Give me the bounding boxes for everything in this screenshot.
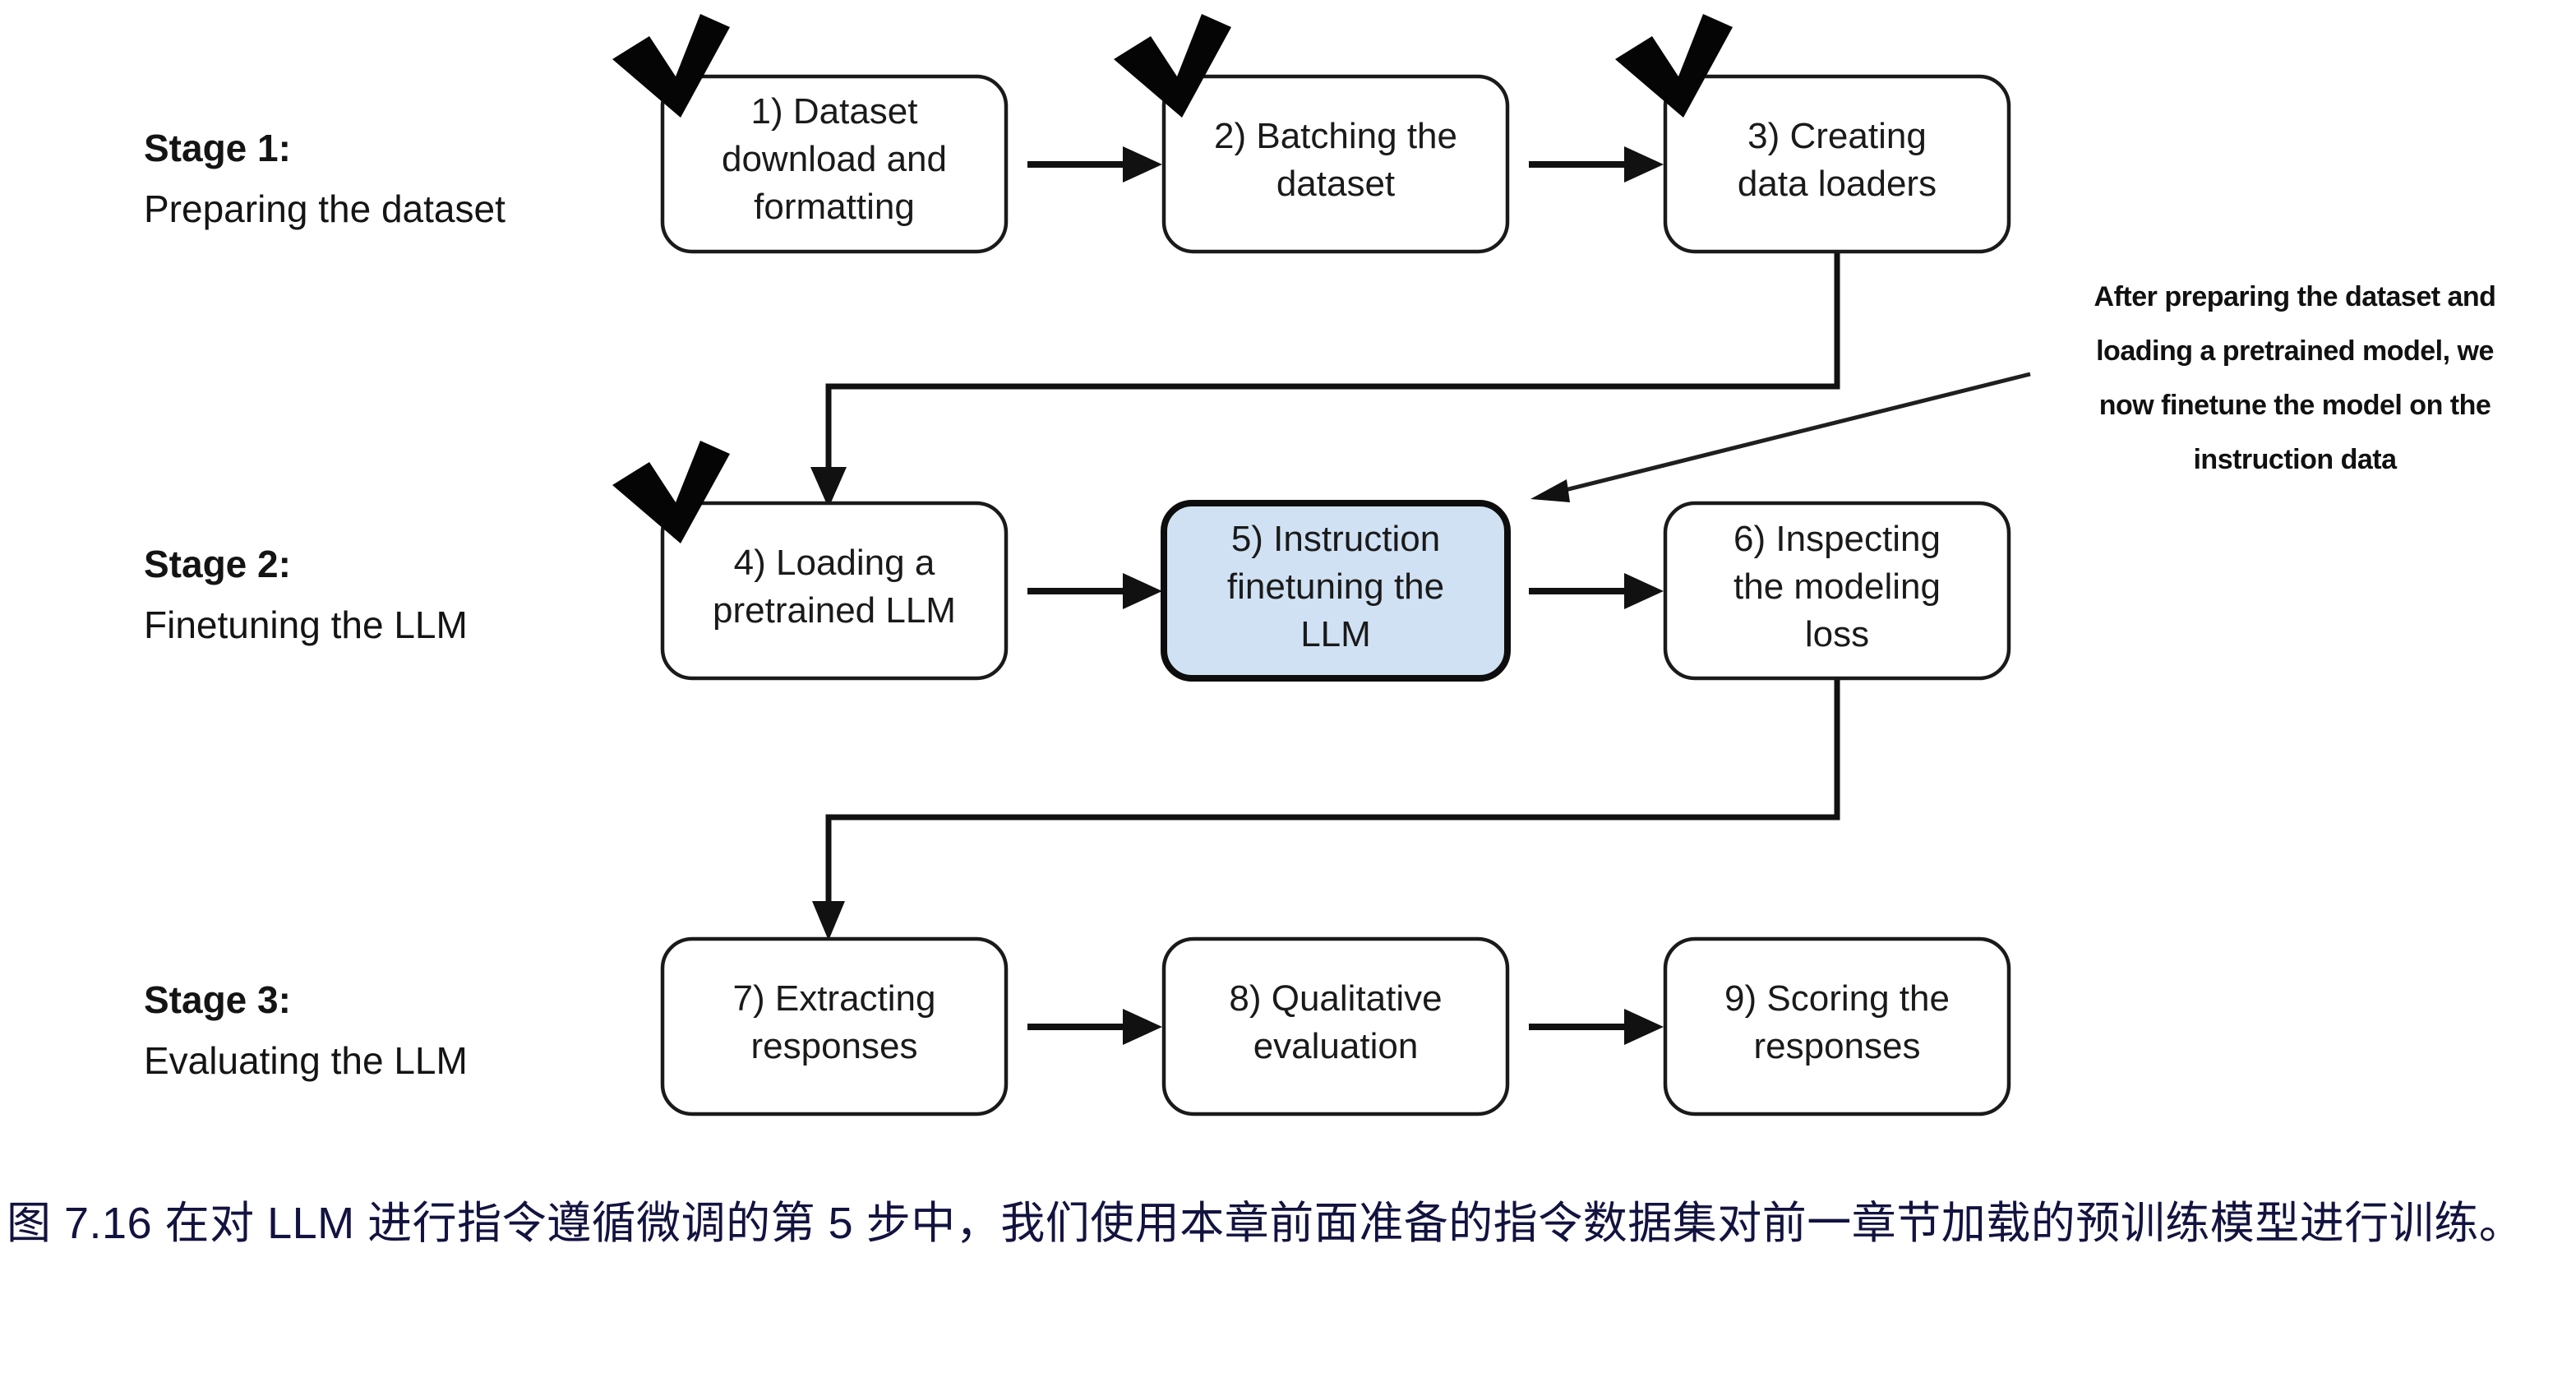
annotation-pointer-arrow — [1530, 372, 2031, 502]
step-node-8[interactable]: 8) Qualitative evaluation — [1161, 936, 1510, 1116]
step-node-3[interactable]: 3) Creating data loaders — [1615, 14, 2011, 254]
step-2-box[interactable] — [1161, 74, 1510, 254]
step-4-line-2: pretrained LLM — [713, 590, 956, 631]
connector-step5-to-step6 — [1529, 573, 1664, 609]
stage-label-2: Stage 2: Finetuning the LLM — [144, 543, 468, 646]
connector-step4-to-step5 — [1027, 573, 1162, 609]
stage-label-1: Stage 1: Preparing the dataset — [144, 127, 506, 230]
step-5-box[interactable] — [1161, 500, 1511, 682]
step-4-box[interactable] — [660, 501, 1009, 681]
annotation-line-1: After preparing the dataset and — [2094, 281, 2496, 312]
annotation-line-3: now finetune the model on the — [2099, 390, 2491, 421]
step-node-7[interactable]: 7) Extracting responses — [660, 936, 1009, 1116]
step-2-line-2: dataset — [1276, 164, 1395, 204]
step-1-line-3: formatting — [754, 187, 915, 227]
step-node-5[interactable]: 5) Instruction finetuning the LLM — [1161, 500, 1511, 682]
step-7-line-1: 7) Extracting — [733, 978, 936, 1019]
checkmark-icon-step-2 — [1114, 14, 1231, 118]
step-node-6[interactable]: 6) Inspecting the modeling loss — [1663, 501, 2011, 681]
annotation-line-4: instruction data — [2193, 444, 2398, 475]
step-node-9[interactable]: 9) Scoring the responses — [1663, 936, 2011, 1116]
stage-label-3: Stage 3: Evaluating the LLM — [144, 978, 468, 1082]
step-node-4[interactable]: 4) Loading a pretrained LLM — [612, 441, 1009, 681]
step-5-line-3: LLM — [1300, 614, 1371, 654]
step-8-box[interactable] — [1161, 936, 1510, 1116]
step-6-line-2: the modeling — [1733, 566, 1941, 607]
connector-step2-to-step3 — [1529, 146, 1664, 183]
step-6-line-1: 6) Inspecting — [1733, 519, 1941, 559]
step-8-line-1: 8) Qualitative — [1229, 978, 1442, 1019]
stage-1-subtitle: Preparing the dataset — [144, 187, 506, 230]
connector-step1-to-step2 — [1027, 146, 1162, 183]
step-9-box[interactable] — [1663, 936, 2011, 1116]
step-9-line-1: 9) Scoring the — [1724, 978, 1950, 1019]
step-node-2[interactable]: 2) Batching the dataset — [1114, 14, 1510, 254]
checkmark-icon-step-1 — [612, 14, 730, 118]
step-3-line-2: data loaders — [1738, 164, 1937, 204]
step-1-line-2: download and — [722, 139, 947, 179]
checkmark-icon-step-4 — [612, 441, 730, 543]
connector-step6-to-step7 — [812, 679, 1840, 941]
step-5-line-2: finetuning the — [1227, 566, 1444, 607]
step-node-1[interactable]: 1) Dataset download and formatting — [612, 14, 1009, 254]
annotation-line-2: loading a pretrained model, we — [2096, 335, 2494, 367]
connector-step8-to-step9 — [1529, 1009, 1664, 1045]
annotation-callout: After preparing the dataset and loading … — [1530, 281, 2496, 502]
step-5-line-1: 5) Instruction — [1231, 519, 1440, 559]
figure-caption: 图 7.16 在对 LLM 进行指令遵循微调的第 5 步中，我们使用本章前面准备… — [7, 1199, 2524, 1248]
step-7-line-2: responses — [750, 1026, 917, 1066]
step-9-line-2: responses — [1753, 1026, 1920, 1066]
step-7-box[interactable] — [660, 936, 1009, 1116]
checkmark-icon-step-3 — [1615, 14, 1733, 118]
stage-2-subtitle: Finetuning the LLM — [144, 603, 468, 646]
step-1-line-1: 1) Dataset — [751, 91, 918, 132]
stage-3-subtitle: Evaluating the LLM — [144, 1039, 468, 1082]
step-4-line-1: 4) Loading a — [734, 543, 935, 583]
step-6-box[interactable] — [1663, 501, 2011, 681]
step-8-line-2: evaluation — [1253, 1026, 1419, 1066]
connector-step7-to-step8 — [1027, 1009, 1162, 1045]
step-3-box[interactable] — [1663, 74, 2011, 254]
connector-step3-to-step4 — [810, 251, 1840, 508]
stage-1-title: Stage 1: — [144, 127, 291, 169]
stage-2-title: Stage 2: — [144, 543, 291, 585]
step-1-box[interactable] — [660, 74, 1009, 254]
stage-3-title: Stage 3: — [144, 978, 291, 1021]
step-2-line-1: 2) Batching the — [1214, 116, 1457, 156]
step-3-line-1: 3) Creating — [1747, 116, 1927, 156]
step-6-line-3: loss — [1805, 614, 1869, 654]
